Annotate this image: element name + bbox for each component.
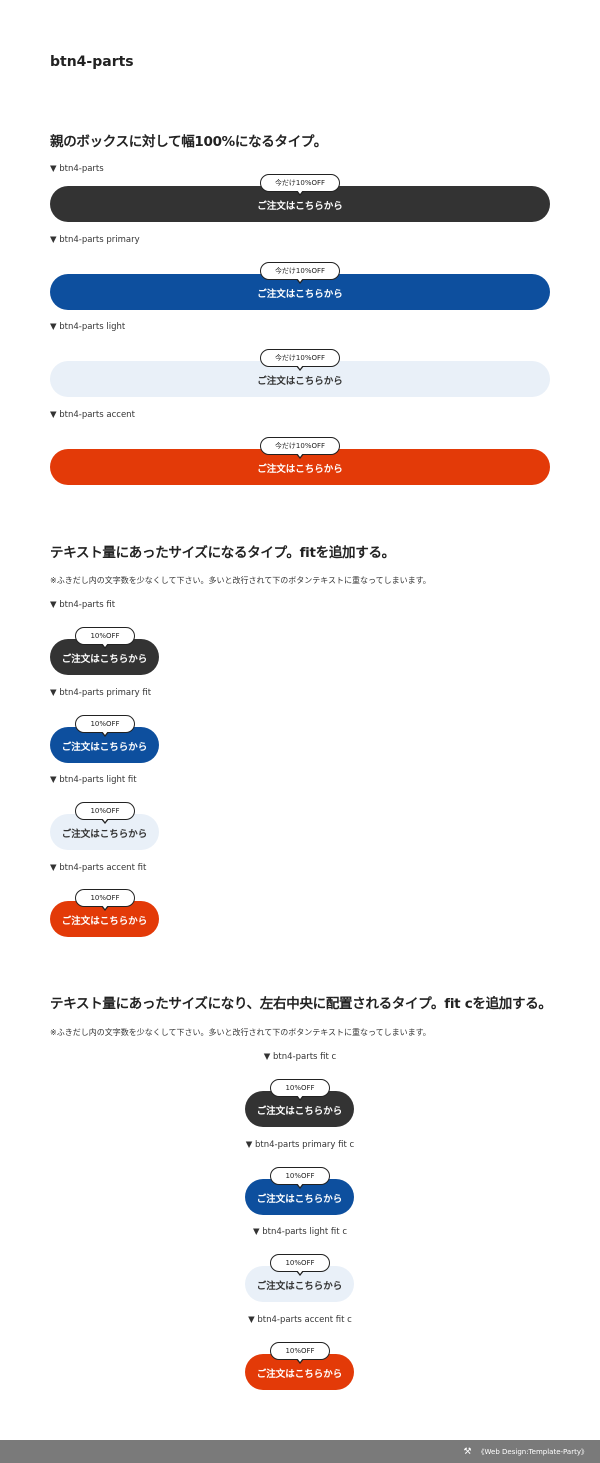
section-heading: テキスト量にあったサイズになるタイプ。fitを追加する。 xyxy=(50,545,395,561)
speech-bubble: 10%OFF xyxy=(75,889,135,911)
page-title: btn4-parts xyxy=(50,54,134,70)
speech-bubble: 10%OFF xyxy=(270,1254,330,1276)
speech-bubble: 10%OFF xyxy=(75,802,135,824)
speech-bubble: 10%OFF xyxy=(75,715,135,737)
variant-label: ▼ btn4-parts light fit c xyxy=(253,1227,347,1237)
speech-bubble: 10%OFF xyxy=(75,627,135,649)
speech-bubble: 今だけ10%OFF xyxy=(260,437,340,459)
variant-label: ▼ btn4-parts light fit xyxy=(50,775,137,785)
section-note: ※ふきだし内の文字数を少なくして下さい。多いと改行されて下のボタンテキストに重な… xyxy=(50,1028,431,1037)
section-heading: テキスト量にあったサイズになり、左右中央に配置されるタイプ。fit cを追加する… xyxy=(50,996,552,1012)
tools-icon: ⚒ xyxy=(463,1446,472,1457)
speech-bubble: 10%OFF xyxy=(270,1079,330,1101)
speech-bubble: 今だけ10%OFF xyxy=(260,349,340,371)
variant-label: ▼ btn4-parts fit c xyxy=(263,1052,337,1062)
variant-label: ▼ btn4-parts primary fit c xyxy=(245,1140,355,1150)
section-heading: 親のボックスに対して幅100%になるタイプ。 xyxy=(50,134,327,150)
variant-label: ▼ btn4-parts fit xyxy=(50,600,116,610)
variant-label: ▼ btn4-parts primary xyxy=(50,235,140,245)
variant-label: ▼ btn4-parts light xyxy=(50,322,126,332)
speech-bubble: 今だけ10%OFF xyxy=(260,174,340,196)
order-button-dark-fitc[interactable]: ご注文はこちらから xyxy=(245,1091,354,1127)
variant-label: ▼ btn4-parts accent fit xyxy=(50,863,147,873)
footer: ⚒ 《Web Design:Template-Party》 xyxy=(0,1440,600,1463)
section-note: ※ふきだし内の文字数を少なくして下さい。多いと改行されて下のボタンテキストに重な… xyxy=(50,576,431,585)
variant-label: ▼ btn4-parts xyxy=(50,164,104,174)
variant-label: ▼ btn4-parts accent xyxy=(50,410,135,420)
speech-bubble: 今だけ10%OFF xyxy=(260,262,340,284)
variant-label: ▼ btn4-parts primary fit xyxy=(50,688,152,698)
speech-bubble: 10%OFF xyxy=(270,1167,330,1189)
speech-bubble: 10%OFF xyxy=(270,1342,330,1364)
variant-label: ▼ btn4-parts accent fit c xyxy=(248,1315,352,1325)
footer-credit-link[interactable]: 《Web Design:Template-Party》 xyxy=(477,1447,588,1456)
